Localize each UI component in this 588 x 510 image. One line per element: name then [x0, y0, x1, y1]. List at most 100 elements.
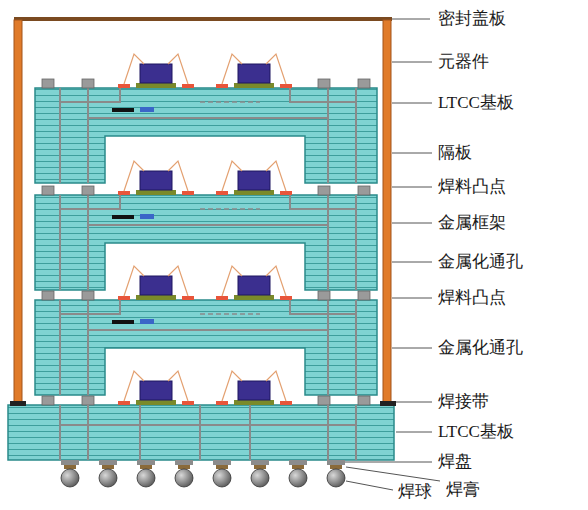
solder-bump	[82, 79, 94, 88]
bond-pad	[182, 401, 194, 405]
solder-pad	[99, 460, 117, 465]
part-label: 金属化通孔	[438, 338, 523, 358]
solder-paste	[330, 465, 342, 469]
solder-bump	[42, 186, 54, 195]
leader-line	[392, 262, 432, 263]
leader-line	[392, 298, 432, 299]
bond-wire	[124, 371, 144, 401]
solder-bump	[82, 186, 94, 195]
metal-frame	[14, 20, 22, 406]
leader-line	[392, 19, 430, 20]
part-label: 焊盘	[438, 452, 472, 472]
component	[238, 276, 270, 295]
solder-ball	[99, 469, 117, 487]
ltcc-board	[35, 88, 377, 183]
bond-pad	[216, 191, 228, 195]
bond-pad	[182, 296, 194, 300]
solder-pad	[61, 460, 79, 465]
solder-paste	[178, 465, 190, 469]
bond-wire	[168, 266, 188, 296]
die-attach	[234, 83, 274, 88]
bond-pad	[216, 84, 228, 88]
solder-bump	[82, 291, 94, 300]
solder-bump	[318, 79, 330, 88]
part-label: 金属框架	[438, 213, 506, 233]
bond-pad	[280, 191, 292, 195]
solder-bump	[42, 291, 54, 300]
solder-bump	[358, 186, 370, 195]
leader-line	[345, 462, 432, 463]
bond-wire	[222, 266, 242, 296]
bond-wire	[222, 371, 242, 401]
ltcc-board	[35, 300, 377, 395]
bond-pad	[182, 84, 194, 88]
solder-ball	[61, 469, 79, 487]
part-label: 焊膏	[446, 480, 480, 500]
routing	[290, 88, 356, 102]
solder-bump	[42, 396, 54, 405]
bond-pad	[118, 401, 130, 405]
bond-wire	[266, 161, 286, 191]
solder-pad	[251, 460, 269, 465]
solder-bump	[42, 79, 54, 88]
routing	[200, 101, 260, 103]
part-label: 焊料凸点	[438, 177, 506, 197]
solder-paste	[216, 465, 228, 469]
leader-line	[392, 223, 432, 224]
metallized-via	[355, 405, 357, 460]
bond-pad	[118, 191, 130, 195]
leader-line	[396, 432, 432, 433]
bond-wire	[222, 161, 242, 191]
bond-wire	[168, 54, 188, 84]
metallized-via	[249, 405, 251, 460]
part-label: 隔板	[438, 143, 472, 163]
part-label: 金属化通孔	[438, 252, 523, 272]
solder-bump	[358, 291, 370, 300]
solder-ball	[213, 469, 231, 487]
solder-bump	[318, 186, 330, 195]
leader-line	[392, 153, 432, 154]
bond-pad	[182, 191, 194, 195]
embedded-capacitor	[140, 107, 154, 112]
component	[238, 381, 270, 400]
metallized-via	[139, 405, 141, 460]
die-attach	[136, 400, 176, 405]
part-label: LTCC基板	[438, 422, 514, 442]
embedded-capacitor	[140, 319, 154, 324]
bond-wire	[124, 266, 144, 296]
bond-wire	[266, 54, 286, 84]
solder-ball	[175, 469, 193, 487]
metallized-via	[59, 405, 61, 460]
bond-wire	[222, 54, 242, 84]
bond-pad	[118, 84, 130, 88]
solder-bump	[318, 291, 330, 300]
routing	[88, 117, 328, 119]
die-attach	[234, 190, 274, 195]
routing	[60, 424, 356, 426]
embedded-capacitor	[140, 214, 154, 219]
die-attach	[136, 190, 176, 195]
solder-pad	[137, 460, 155, 465]
component	[140, 64, 172, 83]
component	[140, 276, 172, 295]
routing	[200, 208, 260, 210]
routing	[60, 195, 120, 209]
routing	[290, 300, 356, 314]
leader-line	[346, 467, 440, 481]
ltcc-substrate	[8, 405, 394, 460]
ltcc-board	[35, 195, 377, 290]
solder-paste	[292, 465, 304, 469]
bond-wire	[124, 161, 144, 191]
solder-ball	[289, 469, 307, 487]
metal-frame	[383, 20, 391, 406]
routing	[200, 313, 260, 315]
solder-bump	[358, 79, 370, 88]
routing	[60, 300, 120, 314]
metallized-via	[327, 405, 329, 460]
bond-wire	[124, 54, 144, 84]
metallized-via	[199, 405, 201, 460]
welding-belt	[380, 401, 396, 406]
die-attach	[136, 83, 176, 88]
component	[140, 171, 172, 190]
solder-paste	[102, 465, 114, 469]
